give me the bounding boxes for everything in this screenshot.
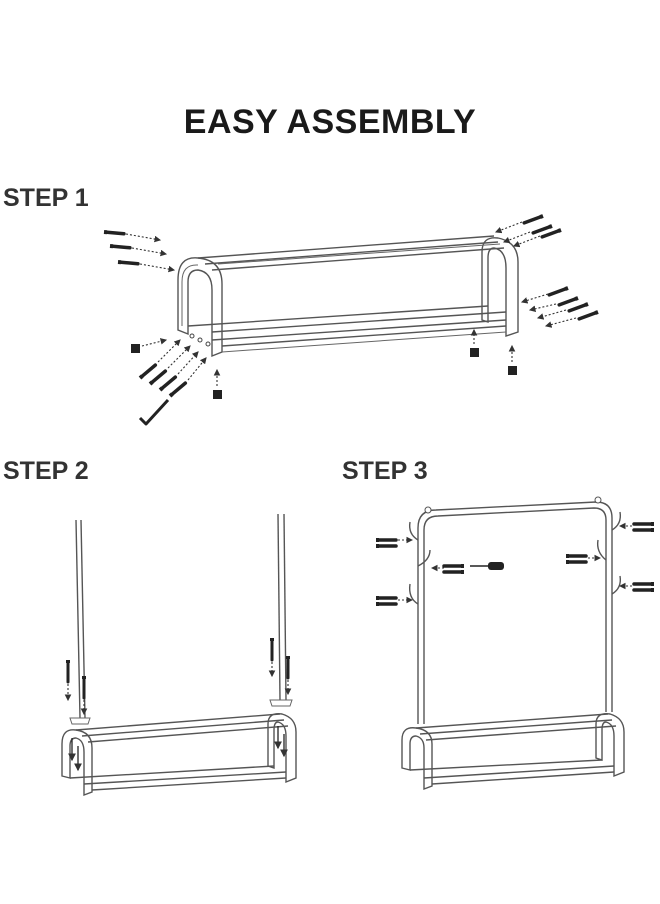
- step-3-illustration: [374, 496, 656, 791]
- step-2-label: STEP 2: [3, 457, 89, 485]
- step-2-illustration: [61, 513, 297, 797]
- step-1-illustration: [102, 212, 601, 426]
- step-3-label: STEP 3: [342, 457, 428, 485]
- page-title: EASY ASSEMBLY: [183, 103, 477, 141]
- step-1-label: STEP 1: [3, 184, 89, 212]
